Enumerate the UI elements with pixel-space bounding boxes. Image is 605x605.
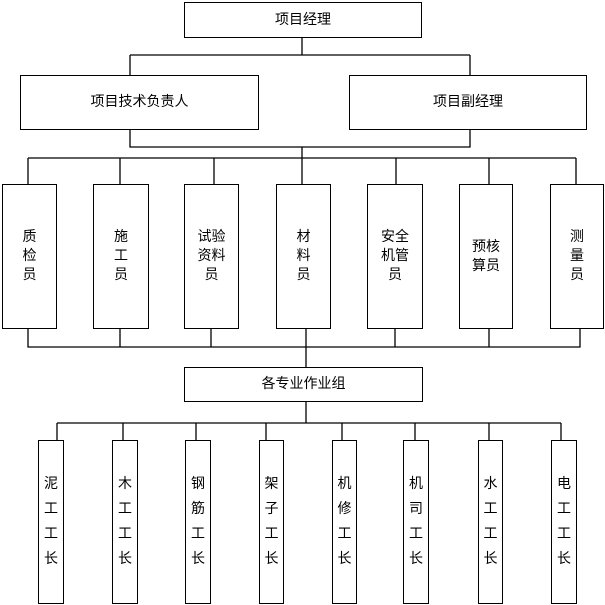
- staff-label-line: 工: [114, 248, 128, 264]
- work-group-box: 各专业作业组: [184, 367, 423, 402]
- connector-foremen-bus: [56, 401, 562, 440]
- connector-staff-bottom: [27, 328, 581, 367]
- foreman-label-line: 木: [118, 476, 132, 492]
- foreman-label-line: 工: [557, 526, 571, 542]
- staff-box: 安全机管员: [367, 184, 423, 329]
- work-group-label: 各专业作业组: [261, 376, 346, 392]
- foreman-box: 电工工长: [551, 440, 577, 604]
- foreman-box: 架子工长: [259, 440, 284, 604]
- foreman-label-line: 工: [264, 526, 279, 542]
- project-manager-box: 项目经理: [184, 2, 422, 38]
- foreman-label-line: 工: [557, 501, 571, 517]
- staff-label-line: 量: [570, 248, 584, 264]
- foreman-label-line: 泥: [44, 476, 58, 492]
- staff-box: 预核算员: [459, 184, 513, 329]
- project-manager-label: 项目经理: [275, 11, 331, 28]
- foreman-box: 水工工长: [478, 440, 503, 604]
- staff-label-line: 员: [388, 267, 402, 283]
- foreman-label-line: 长: [118, 551, 132, 567]
- foreman-label-line: 工: [118, 501, 132, 517]
- staff-box: 试验资料员: [184, 184, 239, 329]
- connector-top: [129, 37, 471, 75]
- deputy-manager-label: 项目副经理: [433, 94, 503, 110]
- staff-label-line: 员: [204, 267, 219, 283]
- foreman-label-line: 长: [557, 551, 571, 567]
- staff-label-line: 质: [22, 229, 37, 245]
- staff-box: 施工员: [93, 184, 149, 329]
- foreman-label-line: 工: [409, 526, 423, 542]
- foreman-box: 木工工长: [112, 440, 138, 604]
- foreman-label-line: 工: [191, 526, 205, 542]
- foreman-label-line: 长: [409, 551, 423, 567]
- staff-label-line: 算员: [472, 257, 500, 274]
- staff-label-line: 检: [22, 248, 37, 264]
- foreman-label-line: 工: [337, 526, 352, 542]
- technical-lead-label: 项目技术负责人: [90, 94, 189, 110]
- staff-label-line: 试验: [197, 229, 226, 245]
- staff-label-line: 施: [114, 229, 128, 245]
- foreman-label-line: 水: [483, 476, 498, 492]
- foreman-label-line: 长: [337, 551, 352, 567]
- connector-staff-bus: [27, 157, 577, 184]
- foreman-label-line: 司: [409, 501, 423, 517]
- connector-deputies: [129, 129, 471, 158]
- foreman-box: 机修工长: [332, 440, 357, 604]
- staff-label-line: 测: [570, 229, 584, 245]
- staff-box: 材料员: [276, 184, 331, 329]
- foreman-box: 钢筋工长: [185, 440, 211, 604]
- foreman-label-line: 工: [483, 501, 498, 517]
- foreman-box: 泥工工长: [38, 440, 64, 604]
- foreman-label-line: 钢: [191, 476, 205, 492]
- foreman-label-line: 机: [337, 476, 352, 492]
- staff-label-line: 资料: [197, 248, 226, 264]
- foreman-label-line: 工: [44, 501, 58, 517]
- staff-label-line: 机管: [381, 248, 409, 264]
- staff-label-line: 材: [296, 229, 311, 245]
- foreman-label-line: 架: [264, 476, 279, 492]
- foreman-label-line: 长: [483, 551, 498, 567]
- foreman-label-line: 机: [409, 476, 423, 492]
- staff-box: 质检员: [2, 184, 57, 329]
- staff-box: 测量员: [550, 184, 604, 329]
- deputy-manager-box: 项目副经理: [349, 75, 587, 130]
- foreman-label-line: 工: [44, 526, 58, 542]
- staff-label-line: 员: [22, 267, 37, 283]
- foreman-label-line: 长: [44, 551, 58, 567]
- foreman-label-line: 筋: [191, 501, 205, 517]
- staff-label-line: 料: [296, 248, 311, 264]
- foreman-label-line: 长: [264, 551, 279, 567]
- staff-label-line: 员: [570, 267, 584, 283]
- foreman-label-line: 子: [264, 501, 279, 517]
- staff-label-line: 员: [114, 267, 128, 283]
- foreman-label-line: 工: [483, 526, 498, 542]
- staff-label-line: 员: [296, 267, 311, 283]
- foreman-label-line: 修: [337, 501, 352, 517]
- foreman-label-line: 电: [557, 476, 571, 492]
- staff-label-line: 预核: [472, 238, 500, 255]
- foreman-label-line: 长: [191, 551, 205, 567]
- technical-lead-box: 项目技术负责人: [20, 75, 259, 130]
- foreman-label-line: 工: [118, 526, 132, 542]
- foreman-box: 机司工长: [403, 440, 429, 604]
- staff-label-line: 安全: [381, 229, 409, 245]
